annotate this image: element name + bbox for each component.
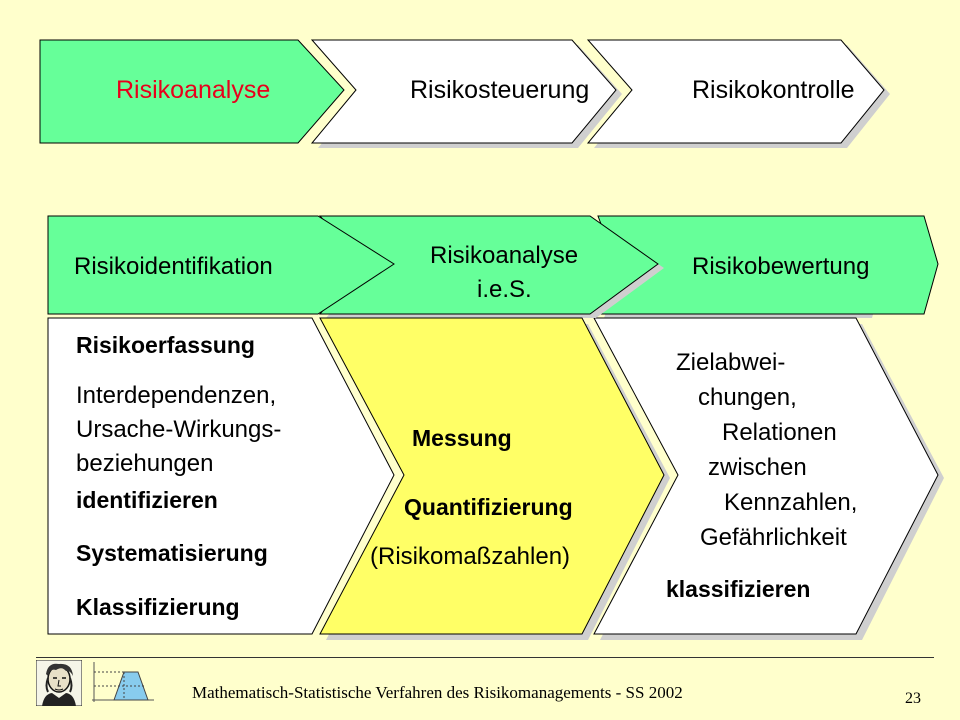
col1-text-line1: Interdependenzen, <box>76 382 277 409</box>
process-chevron-risikokontrolle <box>586 39 890 148</box>
col1-text-line2: Ursache-Wirkungs- <box>76 416 282 443</box>
step-title-risikoanalyse-line1: Risikoanalyse <box>430 242 579 269</box>
distribution-chart-icon <box>86 660 158 706</box>
process-chevron-risikoanalyse <box>39 39 345 144</box>
col2-item-messung: Messung <box>412 425 512 451</box>
column-risikoanalyse-ies <box>318 215 670 640</box>
col3-line6: Gefährlichkeit <box>700 524 847 551</box>
col2-item-quantifizierung: Quantifizierung <box>404 494 573 520</box>
page-number: 23 <box>905 690 921 707</box>
col1-text-line3: beziehungen <box>76 450 214 477</box>
stage-label-risikokontrolle: Risikokontrolle <box>692 76 855 104</box>
col3-line5: Kennzahlen, <box>724 489 858 516</box>
col3-line4: zwischen <box>708 454 807 481</box>
stage-label-risikoanalyse: Risikoanalyse <box>116 76 271 104</box>
step-title-risikobewertung: Risikobewertung <box>692 253 870 280</box>
stage-label-risikosteuerung: Risikosteuerung <box>410 76 590 104</box>
col3-bold-klassifizieren: klassifizieren <box>666 576 811 602</box>
footer-divider <box>36 657 934 658</box>
col3-line3: Relationen <box>722 419 837 446</box>
step-title-risikoidentifikation: Risikoidentifikation <box>74 253 273 280</box>
column-risikobewertung <box>593 215 944 640</box>
col2-item-risikomasszahlen: (Risikomaßzahlen) <box>370 543 571 570</box>
column-risikoidentifikation <box>47 215 395 635</box>
process-chevron-risikosteuerung <box>310 39 622 148</box>
col3-line2: chungen, <box>698 384 797 411</box>
step-title-risikoanalyse-line2: i.e.S. <box>477 276 532 303</box>
col1-heading: Risikoerfassung <box>76 332 255 358</box>
col3-line1: Zielabwei- <box>676 349 786 376</box>
col1-text-bold: identifizieren <box>76 487 218 513</box>
col1-item-systematisierung: Systematisierung <box>76 540 268 566</box>
portrait-logo <box>36 660 82 706</box>
col1-item-klassifizierung: Klassifizierung <box>76 594 240 620</box>
footer-title: Mathematisch-Statistische Verfahren des … <box>192 683 683 702</box>
